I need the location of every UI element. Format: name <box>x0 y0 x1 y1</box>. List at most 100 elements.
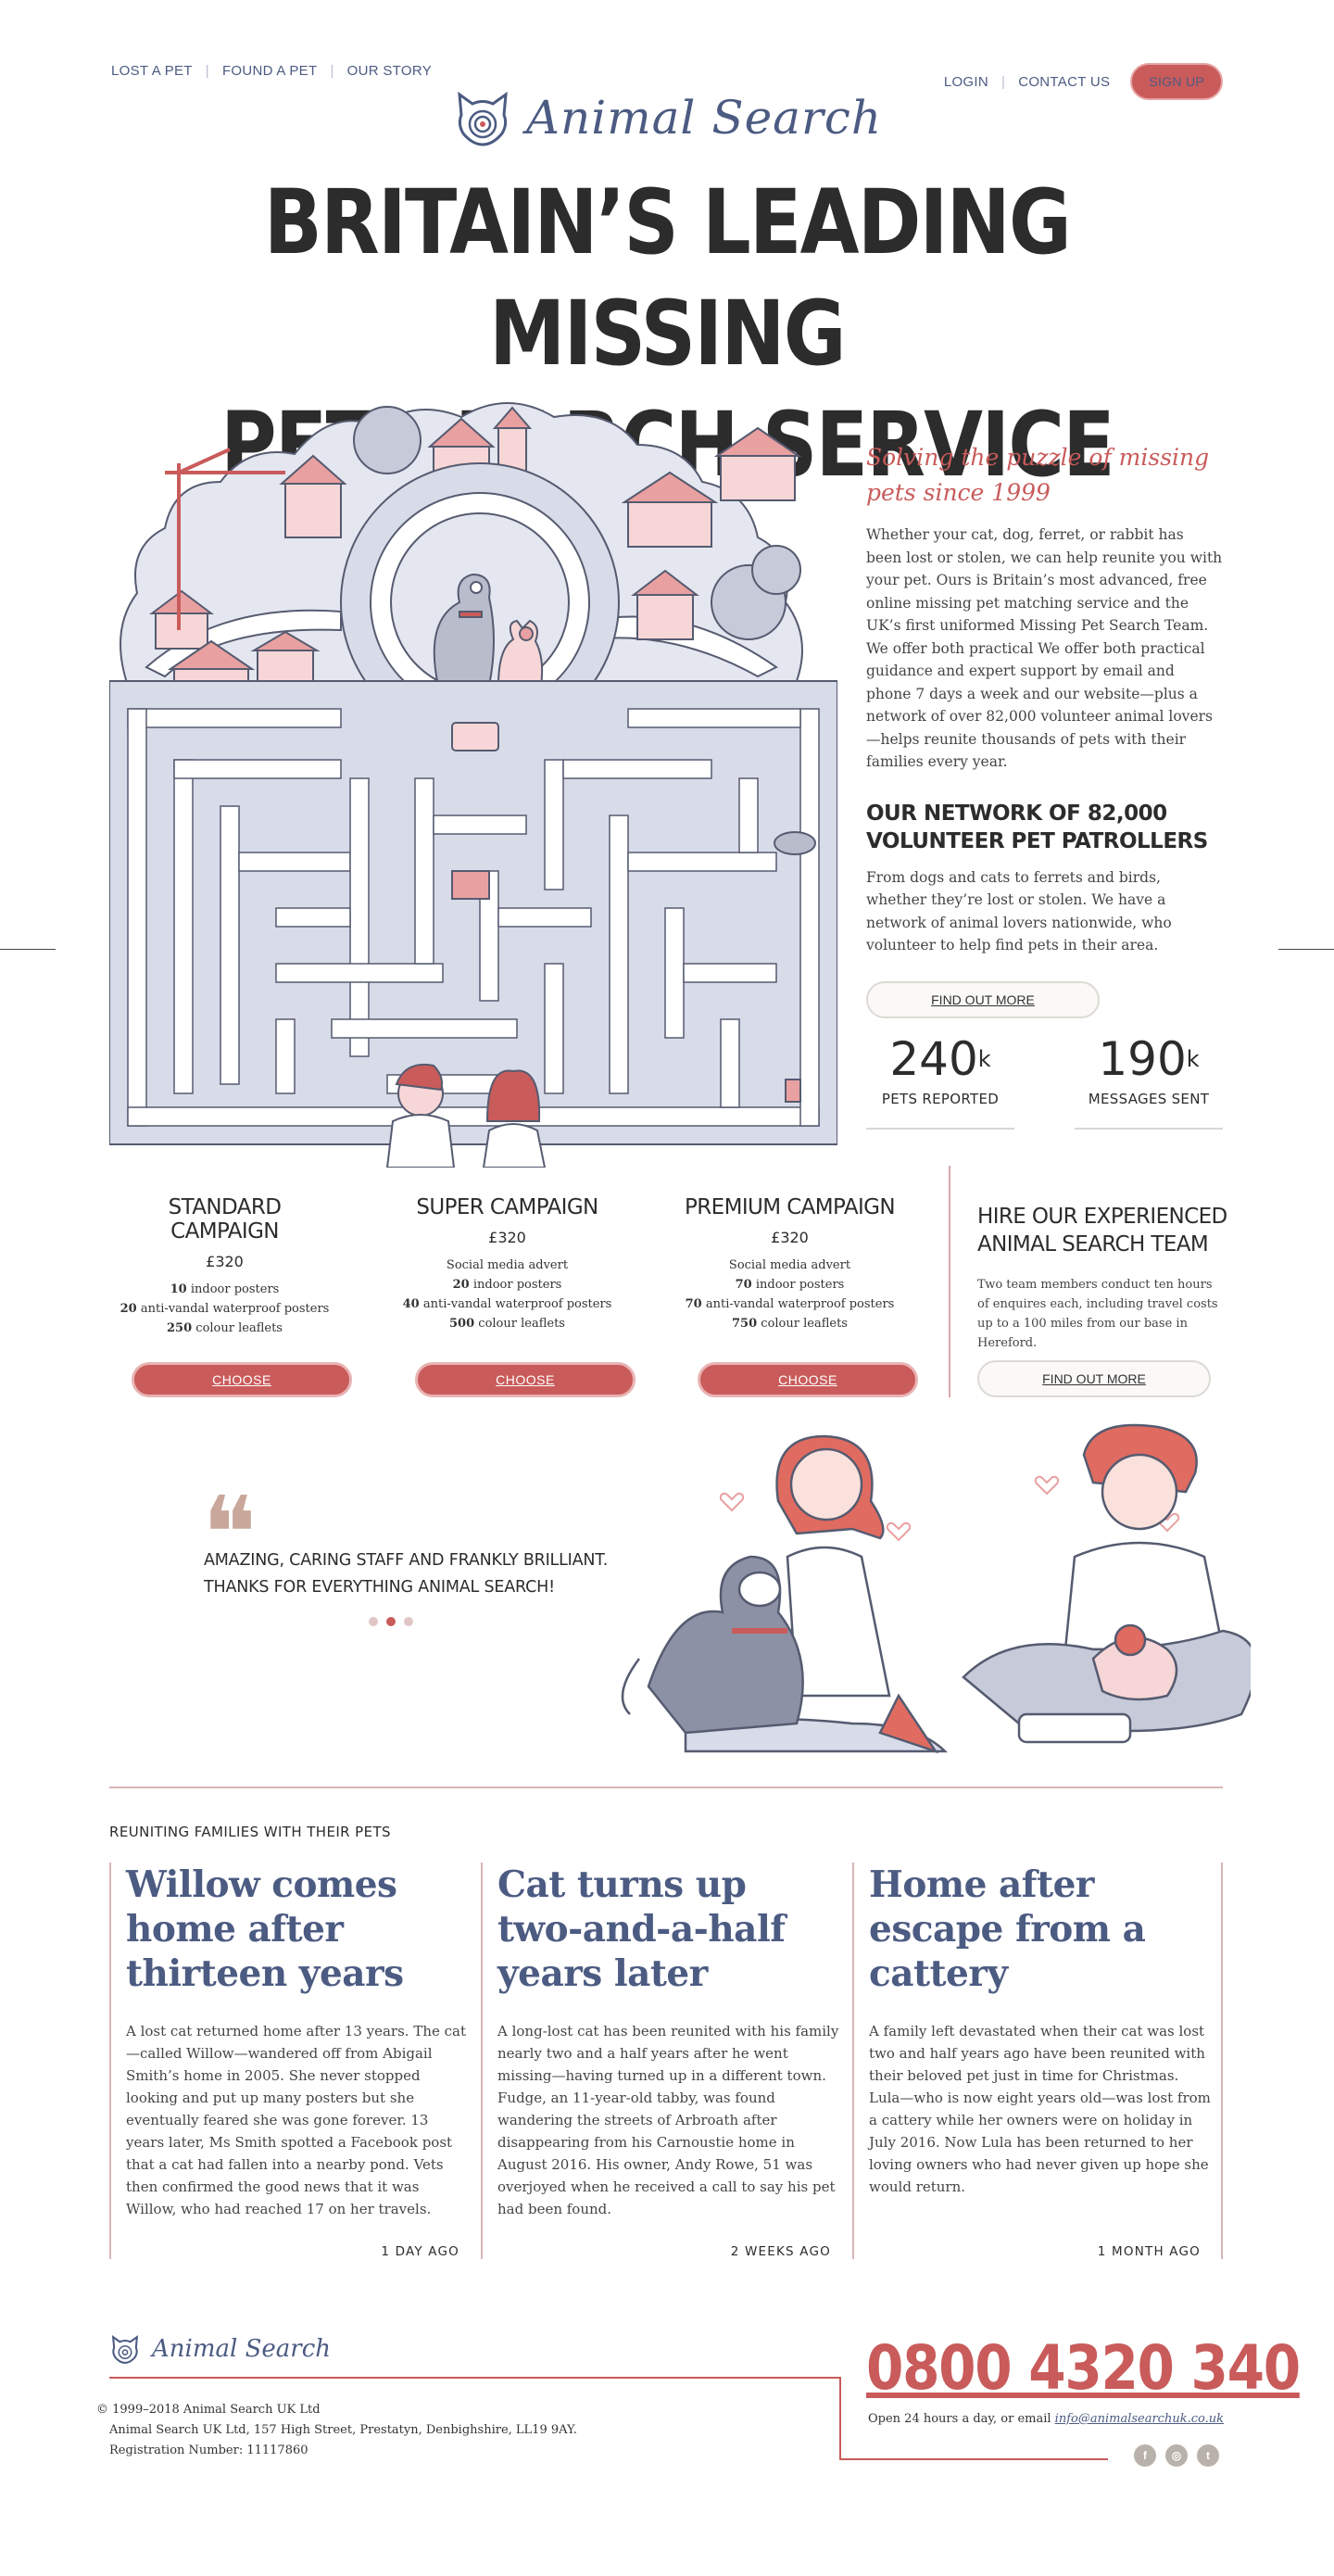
carousel-dot[interactable] <box>369 1617 378 1626</box>
carousel-dot-active[interactable] <box>386 1617 396 1626</box>
campaign-super: SUPER CAMPAIGN £320 Social media advert … <box>394 1195 621 1333</box>
footer-legal: © 1999–2018 Animal Search UK Ltd Animal … <box>96 2400 577 2461</box>
hire-find-out-more-button[interactable]: FIND OUT MORE <box>977 1360 1211 1397</box>
network-body: From dogs and cats to ferrets and birds,… <box>866 868 1172 954</box>
nav-contact-us[interactable]: CONTACT US <box>1018 73 1111 90</box>
campaigns-section: STANDARD CAMPAIGN £320 10 indoor posters… <box>111 1195 1223 1408</box>
story-card[interactable]: Willow comes home after thirteen years A… <box>109 1863 480 2259</box>
campaign-item: 20 indoor posters <box>452 1278 562 1292</box>
stat-label: MESSAGES SENT <box>1088 1091 1210 1107</box>
intro-tagline: Solving the puzzle of missing pets since… <box>866 444 1210 506</box>
campaign-item: 70 indoor posters <box>735 1278 845 1292</box>
campaign-title: PREMIUM CAMPAIGN <box>685 1195 896 1219</box>
nav-login[interactable]: LOGIN <box>943 73 988 90</box>
nav-separator: | <box>330 63 334 79</box>
nav-separator: | <box>1001 73 1006 90</box>
story-title[interactable]: Cat turns up two-and-a-half years later <box>497 1863 786 1995</box>
campaign-item: 750 colour leaflets <box>732 1317 848 1331</box>
story-title[interactable]: Home after escape from a cattery <box>869 1863 1146 1995</box>
stories-heading: REUNITING FAMILIES WITH THEIR PETS <box>109 1824 391 1840</box>
quote-icon: ❝ <box>202 1483 258 1547</box>
network-heading: OUR NETWORK OF 82,000 VOLUNTEER PET PATR… <box>866 801 1208 853</box>
campaign-divider <box>949 1166 950 1397</box>
campaign-item: 70 anti-vandal waterproof posters <box>685 1297 895 1311</box>
social-links: f ◎ t <box>1134 2444 1219 2467</box>
stat-value: 240k <box>889 1032 991 1086</box>
campaign-item: 250 colour leaflets <box>167 1321 283 1335</box>
footer-rule <box>839 2458 1108 2460</box>
hire-team-section: HIRE OUR EXPERIENCED ANIMAL SEARCH TEAM … <box>977 1203 1227 1353</box>
twitter-icon[interactable]: t <box>1197 2444 1219 2467</box>
stat-messages-sent: 190k MESSAGES SENT <box>1075 1033 1223 1130</box>
campaign-item: 20 anti-vandal waterproof posters <box>120 1302 330 1316</box>
campaign-item: Social media advert <box>446 1258 569 1272</box>
brand-name: Animal Search <box>525 91 883 145</box>
story-date: 1 MONTH AGO <box>1097 2244 1201 2259</box>
instagram-icon[interactable]: ◎ <box>1165 2444 1188 2467</box>
story-date: 1 DAY AGO <box>381 2244 459 2259</box>
nav-found-a-pet[interactable]: FOUND A PET <box>221 63 318 79</box>
open-hours-text: Open 24 hours a day, or email <box>868 2412 1055 2426</box>
campaign-item: Social media advert <box>728 1258 851 1272</box>
footer-address: Animal Search UK Ltd, 157 High Street, P… <box>109 2423 578 2437</box>
campaign-title: STANDARD CAMPAIGN <box>168 1195 282 1244</box>
nav-our-story[interactable]: OUR STORY <box>346 63 433 79</box>
section-divider <box>109 1787 1223 1788</box>
nav-separator: | <box>205 63 209 79</box>
stat-pets-reported: 240k PETS REPORTED <box>866 1033 1014 1130</box>
stat-value: 190k <box>1098 1032 1200 1086</box>
campaign-items: Social media advert 20 indoor posters 40… <box>394 1256 621 1333</box>
brand-logo[interactable]: Animal Search <box>0 87 1334 148</box>
stat-label: PETS REPORTED <box>881 1091 1000 1107</box>
find-out-more-button[interactable]: FIND OUT MORE <box>866 980 1100 1018</box>
hire-body: Two team members conduct ten hours of en… <box>977 1278 1218 1350</box>
maze-town-illustration <box>109 402 837 1168</box>
facebook-icon[interactable]: f <box>1134 2444 1156 2467</box>
testimonial-text: AMAZING, CARING STAFF AND FRANKLY BRILLI… <box>204 1551 609 1597</box>
footer-registration: Registration Number: 11117860 <box>109 2443 308 2457</box>
story-body: A family left devastated when their cat … <box>869 2023 1211 2195</box>
decorative-side-rule <box>0 949 56 950</box>
choose-standard-button[interactable]: CHOOSE <box>132 1362 352 1397</box>
campaign-item: 500 colour leaflets <box>449 1317 565 1331</box>
footer-rule <box>839 2377 841 2460</box>
email-link[interactable]: info@animalsearchuk.co.uk <box>1054 2412 1224 2426</box>
campaign-price: £320 <box>488 1229 526 1246</box>
campaign-item: 40 anti-vandal waterproof posters <box>402 1297 612 1311</box>
choose-premium-button[interactable]: CHOOSE <box>698 1362 918 1397</box>
story-date: 2 WEEKS AGO <box>730 2244 831 2259</box>
hero-title-line-1: BRITAIN’S LEADING MISSING <box>263 170 1072 385</box>
story-card[interactable]: Cat turns up two-and-a-half years later … <box>481 1863 851 2259</box>
primary-nav: LOST A PET | FOUND A PET | OUR STORY <box>111 63 432 79</box>
footer-copyright: © 1999–2018 Animal Search UK Ltd <box>96 2403 321 2417</box>
story-title[interactable]: Willow comes home after thirteen years <box>126 1863 404 1995</box>
testimonial-pagination <box>369 1617 413 1626</box>
campaign-standard: STANDARD CAMPAIGN £320 10 indoor posters… <box>111 1195 338 1338</box>
intro-section: Solving the puzzle of missing pets since… <box>866 440 1223 1018</box>
campaign-title: SUPER CAMPAIGN <box>416 1195 598 1219</box>
carousel-dot[interactable] <box>404 1617 413 1626</box>
owners-with-pets-illustration <box>621 1423 1251 1754</box>
cat-logo-icon <box>458 91 508 146</box>
nav-lost-a-pet[interactable]: LOST A PET <box>111 63 193 79</box>
decorative-side-rule <box>1278 949 1334 950</box>
hire-title: HIRE OUR EXPERIENCED ANIMAL SEARCH TEAM <box>977 1205 1227 1256</box>
story-body: A lost cat returned home after 13 years.… <box>126 2023 467 2217</box>
campaign-premium: PREMIUM CAMPAIGN £320 Social media adver… <box>676 1195 903 1333</box>
footer-brand-name: Animal Search <box>152 2335 332 2363</box>
campaign-price: £320 <box>206 1253 244 1270</box>
campaign-price: £320 <box>771 1229 809 1246</box>
campaign-items: 10 indoor posters 20 anti-vandal waterpr… <box>111 1280 338 1338</box>
signup-button[interactable]: SIGN UP <box>1130 63 1223 100</box>
account-nav: LOGIN | CONTACT US SIGN UP <box>944 63 1223 100</box>
campaign-item: 10 indoor posters <box>170 1282 280 1296</box>
cat-logo-icon <box>111 2334 139 2364</box>
story-body: A long-lost cat has been reunited with h… <box>497 2023 839 2217</box>
intro-body: Whether your cat, dog, ferret, or rabbit… <box>866 526 1223 770</box>
choose-super-button[interactable]: CHOOSE <box>415 1362 636 1397</box>
stats-row: 240k PETS REPORTED 190k MESSAGES SENT <box>866 1033 1223 1130</box>
footer-logo[interactable]: Animal Search <box>109 2333 331 2365</box>
campaign-items: Social media advert 70 indoor posters 70… <box>676 1256 903 1333</box>
story-card[interactable]: Home after escape from a cattery A famil… <box>852 1863 1223 2259</box>
phone-number-link[interactable]: 0800 4320 340 <box>866 2332 1301 2404</box>
